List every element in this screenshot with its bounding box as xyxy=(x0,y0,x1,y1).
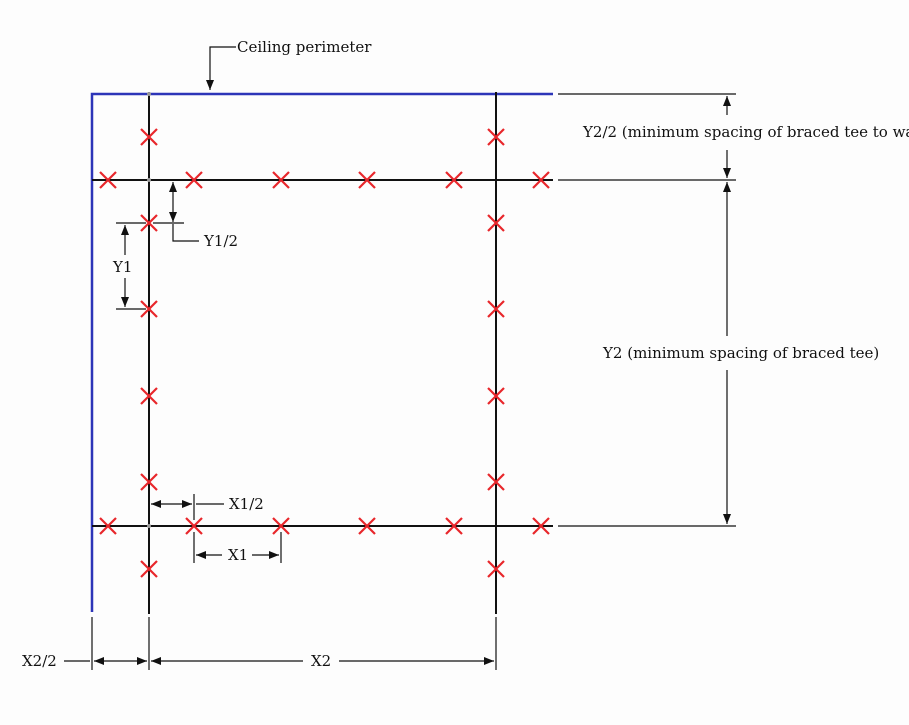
brace-x-mark xyxy=(487,560,505,578)
x2-half-label: X2/2 xyxy=(22,652,57,670)
x1-dimension xyxy=(193,532,282,563)
ceiling-perimeter-callout: Ceiling perimeter xyxy=(206,38,372,90)
x2-label: X2 xyxy=(311,652,331,670)
y2-half-label: Y2/2 (minimum spacing of braced tee to w… xyxy=(582,123,909,141)
brace-x-mark xyxy=(445,517,463,535)
brace-x-mark xyxy=(185,517,203,535)
x1-half-label: X1/2 xyxy=(229,495,264,513)
right-dimension-lines xyxy=(558,93,736,527)
brace-x-mark xyxy=(99,171,117,189)
brace-x-mark xyxy=(487,387,505,405)
brace-x-mark xyxy=(272,517,290,535)
brace-x-mark xyxy=(358,171,376,189)
brace-x-mark xyxy=(487,300,505,318)
y1-half-dimension xyxy=(153,182,199,242)
brace-x-mark xyxy=(532,171,550,189)
brace-x-mark xyxy=(140,300,158,318)
brace-x-mark xyxy=(532,517,550,535)
brace-x-mark xyxy=(358,517,376,535)
brace-x-mark xyxy=(487,214,505,232)
junction-marks xyxy=(147,92,151,528)
brace-x-mark xyxy=(140,560,158,578)
ceiling-perimeter-line xyxy=(90,92,553,612)
brace-x-mark xyxy=(140,473,158,491)
y1-dimension xyxy=(116,222,146,310)
brace-x-mark xyxy=(272,171,290,189)
brace-marks xyxy=(99,128,550,578)
y1-half-label: Y1/2 xyxy=(203,232,238,250)
brace-x-mark xyxy=(487,473,505,491)
brace-x-mark xyxy=(487,128,505,146)
brace-x-mark xyxy=(99,517,117,535)
brace-x-mark xyxy=(140,214,158,232)
x1-half-dimension xyxy=(151,494,224,520)
bottom-dimension-lines xyxy=(64,617,497,670)
y1-label: Y1 xyxy=(112,258,132,276)
brace-x-mark xyxy=(140,128,158,146)
y2-label: Y2 (minimum spacing of braced tee) xyxy=(602,344,879,362)
brace-x-mark xyxy=(140,387,158,405)
brace-x-mark xyxy=(185,171,203,189)
brace-x-mark xyxy=(445,171,463,189)
x1-label: X1 xyxy=(228,546,248,564)
ceiling-perimeter-label: Ceiling perimeter xyxy=(237,38,372,56)
